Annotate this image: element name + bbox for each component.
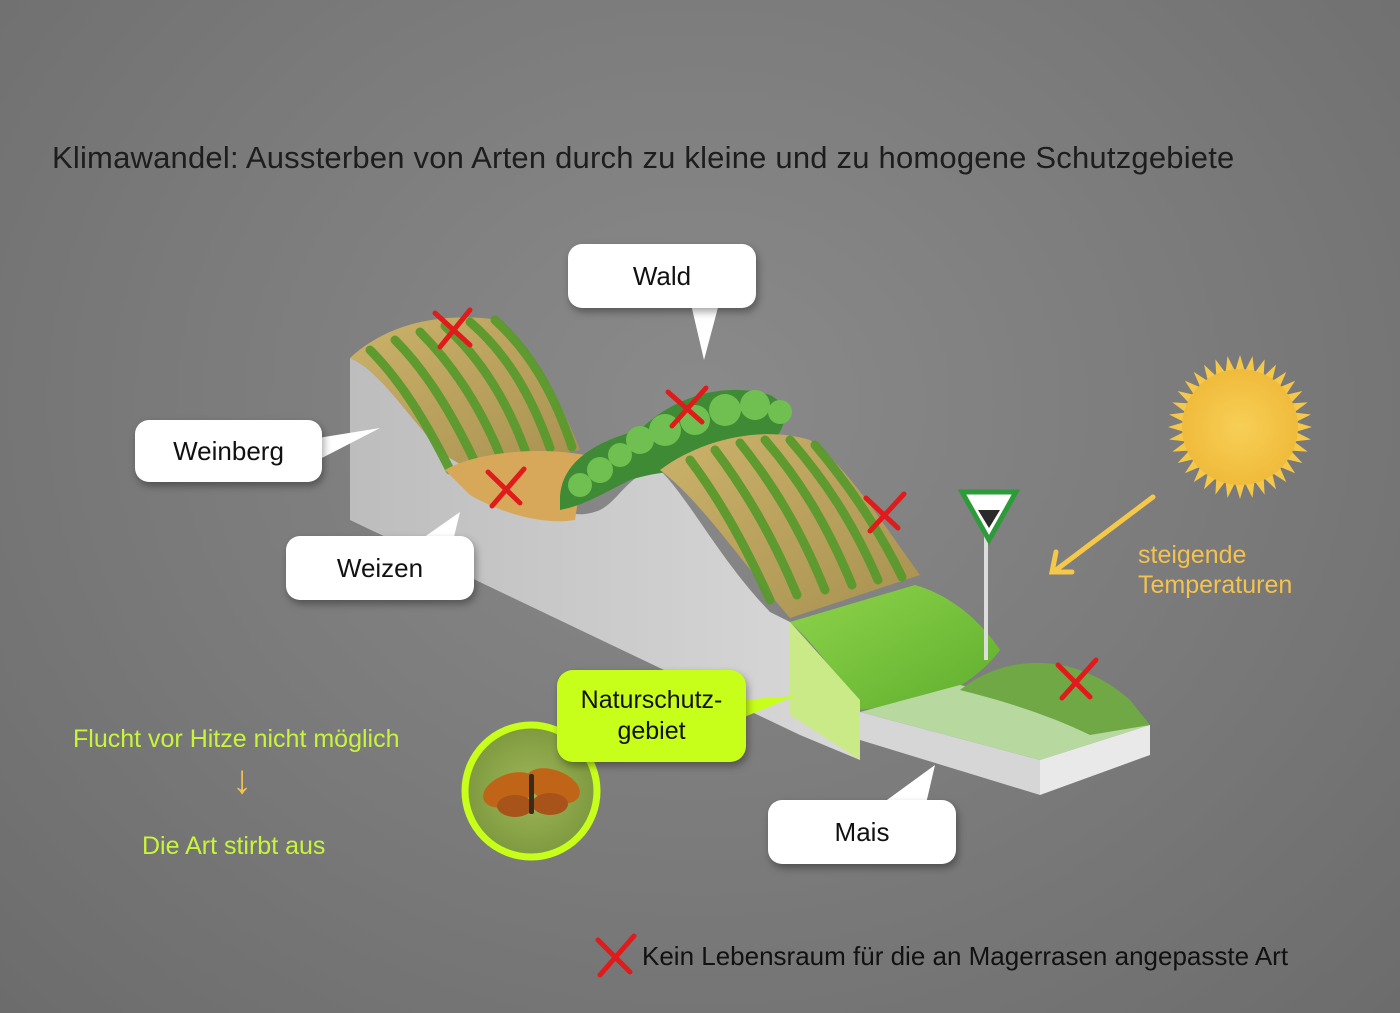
page-title: Klimawandel: Aussterben von Arten durch …	[52, 140, 1235, 175]
sun-ray	[1294, 412, 1311, 423]
arrow-icon	[1048, 494, 1156, 575]
sun-ray	[1235, 355, 1245, 372]
sun-ray	[1169, 412, 1186, 423]
weizen-label-bubble: Weizen	[286, 536, 474, 600]
sun-ray	[1225, 481, 1236, 498]
sun-ray	[1225, 356, 1236, 373]
weinberg-bubble-tail	[318, 428, 380, 460]
naturschutz-label-line2: gebiet	[617, 717, 686, 745]
red-x-icon	[1055, 657, 1099, 701]
mais-bubble-tail	[880, 765, 935, 808]
temperature-label: steigende Temperaturen	[1138, 540, 1292, 600]
sun-ray	[1294, 431, 1311, 442]
down-arrow-icon: ↓	[232, 758, 252, 802]
nature-reserve-meadow	[790, 585, 1000, 710]
consequence-line1: Flucht vor Hitze nicht möglich	[73, 725, 400, 753]
naturschutz-label-line1: Naturschutz-	[580, 686, 723, 714]
sun-icon	[1168, 355, 1312, 499]
legend: Kein Lebensraum für die an Magerrasen an…	[596, 936, 1288, 976]
weizen-label: Weizen	[336, 552, 424, 583]
sun-ray	[1244, 356, 1255, 373]
naturschutz-bubble-tail	[740, 696, 795, 718]
meadow-side	[790, 622, 860, 760]
wald-label-bubble: Wald	[568, 244, 756, 308]
red-x-icon	[485, 466, 527, 509]
temperature-line1: steigende	[1138, 541, 1247, 569]
red-x-icon	[863, 491, 907, 534]
wheat-field	[445, 450, 585, 522]
temperature-line2: Temperaturen	[1138, 571, 1293, 599]
mais-label: Mais	[834, 816, 890, 847]
consequence-line2: Die Art stirbt aus	[142, 832, 326, 860]
weinberg-label-bubble: Weinberg	[135, 420, 322, 482]
wald-label: Wald	[632, 260, 692, 291]
mais-label-bubble: Mais	[768, 800, 956, 864]
red-x-icon	[432, 307, 473, 350]
legend-text: Kein Lebensraum für die an Magerrasen an…	[642, 940, 1289, 971]
sun-ray	[1169, 431, 1186, 442]
wald-bubble-tail	[690, 300, 720, 360]
terrain-wall	[350, 358, 860, 760]
red-x-icon	[665, 385, 709, 429]
legend-red-x-icon	[595, 933, 637, 978]
maize-plants	[960, 662, 1150, 735]
sun-ray	[1244, 481, 1255, 498]
maize-field-base	[860, 685, 1150, 760]
legend-icon-spacer	[596, 936, 636, 976]
naturschutzgebiet-label-bubble: Naturschutz- gebiet	[557, 670, 746, 762]
weinberg-label: Weinberg	[173, 435, 284, 466]
sun-ray	[1235, 482, 1245, 499]
sun-ray	[1168, 422, 1185, 432]
protected-area-sign-icon	[957, 489, 1021, 660]
sun-ray	[1295, 422, 1312, 432]
